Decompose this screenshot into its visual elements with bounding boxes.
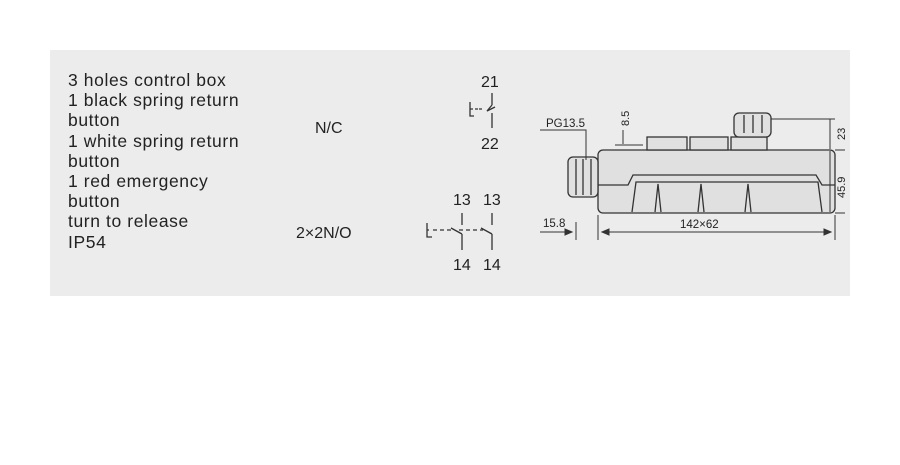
- product-spec-panel: 3 holes control box 1 black spring retur…: [50, 50, 850, 296]
- desc-line: button: [68, 191, 121, 212]
- desc-line: button: [68, 150, 121, 171]
- dim-footprint: 142×62: [680, 219, 719, 231]
- nc-contact-symbol: [469, 93, 496, 128]
- terminal-13b: 13: [483, 192, 501, 209]
- schematic-and-drawing: PG13.5 8.5 23 45.9 15.8 142×62: [426, 93, 848, 250]
- dim-23: 23: [836, 128, 848, 140]
- desc-line: turn to release: [68, 211, 189, 232]
- desc-line: 1 white spring return: [68, 130, 240, 151]
- box-drawing: [567, 112, 836, 214]
- desc-line: IP54: [68, 231, 107, 252]
- dim-45-9: 45.9: [836, 177, 848, 198]
- dim-8-5: 8.5: [620, 111, 632, 126]
- nc-label: N/C: [315, 120, 343, 137]
- product-description: 3 holes control box 1 black spring retur…: [68, 70, 239, 252]
- desc-line: 1 black spring return: [68, 90, 240, 111]
- dim-15-8: 15.8: [543, 218, 565, 230]
- no-contact-symbol: [426, 213, 493, 250]
- terminal-22: 22: [481, 136, 499, 153]
- dimension-lines: [540, 118, 845, 240]
- terminal-14a: 14: [453, 257, 471, 274]
- desc-line: 3 holes control box: [68, 70, 227, 90]
- terminal-14b: 14: [483, 257, 501, 274]
- terminal-21: 21: [481, 74, 499, 91]
- desc-line: button: [68, 110, 121, 131]
- terminal-13a: 13: [453, 192, 471, 209]
- dim-pg: PG13.5: [546, 118, 585, 130]
- no-label: 2×2N/O: [296, 225, 352, 242]
- desc-line: 1 red emergency: [68, 171, 209, 192]
